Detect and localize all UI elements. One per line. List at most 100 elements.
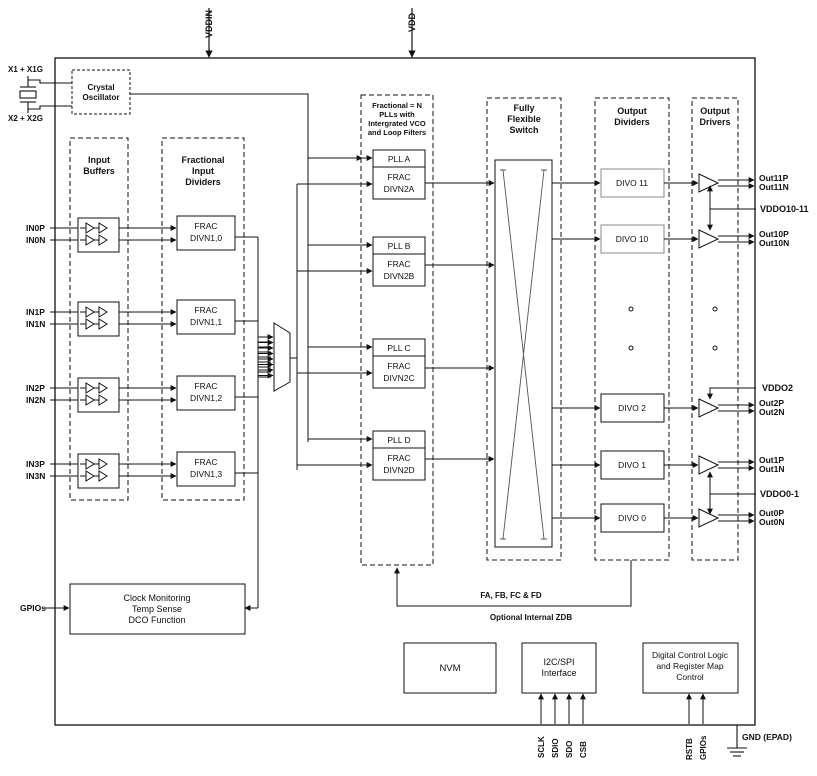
- output-divider-label: DIVO 2: [618, 403, 646, 413]
- switch-group: [486, 97, 562, 561]
- driver-icon: [698, 398, 720, 418]
- pll-box: [372, 338, 426, 389]
- input-divider-label2: DIVN1,1: [190, 317, 222, 327]
- serial-pin-label: SDIO: [551, 738, 560, 758]
- control-logic-box: [642, 642, 739, 694]
- input-divider-box: [176, 375, 236, 411]
- output-dividers-title1: Output: [617, 106, 647, 116]
- x1-label: X1 + X1G: [8, 65, 43, 74]
- driver-icon: [698, 173, 720, 193]
- pll-title4: and Loop Filters: [368, 128, 426, 137]
- pll-frac: FRAC: [387, 453, 410, 463]
- output-drivers-title2: Drivers: [699, 117, 730, 127]
- output-divider-label: DIVO 10: [616, 234, 649, 244]
- pll-name: PLL D: [387, 435, 410, 445]
- xo-to-pll-line: [130, 93, 363, 161]
- monitor-line2: Temp Sense: [132, 604, 182, 614]
- control-pin: RSTB: [685, 693, 694, 760]
- output-dividers-group: [594, 97, 670, 561]
- output-divider-box: [600, 503, 665, 533]
- input-p-label: IN3P: [26, 459, 45, 469]
- pll-group: [360, 94, 434, 566]
- output-divider-label: DIVO 11: [616, 178, 648, 188]
- vdd-label: VDD: [407, 12, 417, 32]
- serial-pin: SDIO: [551, 693, 560, 758]
- output-p-label: Out1P: [759, 455, 784, 465]
- x2-label: X2 + X2G: [8, 114, 43, 123]
- input-p-label: IN2P: [26, 383, 45, 393]
- control-line2: and Register Map: [656, 661, 723, 671]
- input-divider-label2: DIVN1,0: [190, 233, 222, 243]
- serial-pin-label: SCLK: [537, 736, 546, 758]
- control-line3: Control: [676, 672, 704, 682]
- pll-box: [372, 236, 426, 287]
- control-pin-label: RSTB: [685, 738, 694, 760]
- serial-pin: SDO: [565, 693, 574, 758]
- serial-interface-box: [521, 642, 597, 694]
- output-divider-box: [600, 393, 665, 423]
- output-divider-label: DIVO 0: [618, 513, 646, 523]
- pll-title3: Intergrated VCO: [368, 119, 426, 128]
- input-divider-label1: FRAC: [194, 221, 217, 231]
- output-drivers-title1: Output: [700, 106, 730, 116]
- pll-box: [372, 149, 426, 200]
- vddin-label: VDDIN: [204, 10, 214, 38]
- output-divider-box: [600, 224, 665, 254]
- pll-name: PLL B: [388, 241, 411, 251]
- gnd-label: GND (EPAD): [742, 732, 792, 742]
- pll-div: DIVN2D: [383, 465, 414, 475]
- serial-pin-label: SDO: [565, 741, 574, 758]
- output-drivers-group: [691, 97, 739, 561]
- nvm-label: NVM: [439, 663, 460, 674]
- pll-div: DIVN2A: [384, 184, 415, 194]
- pll-name: PLL C: [387, 343, 410, 353]
- output-n-label: Out1N: [759, 464, 785, 474]
- input-divider-label1: FRAC: [194, 381, 217, 391]
- output-divider-label: DIVO 1: [618, 460, 646, 470]
- input-n-label: IN1N: [26, 319, 45, 329]
- clock-monitoring-box: [69, 583, 246, 635]
- output-p-label: Out11P: [759, 173, 789, 183]
- crystal-oscillator-box: [71, 69, 131, 115]
- chip-outline: [54, 57, 756, 726]
- pll-div: DIVN2C: [383, 373, 414, 383]
- output-p-label: Out10P: [759, 229, 789, 239]
- input-dividers-title3: Dividers: [185, 177, 221, 187]
- vddo0-1-label: VDDO0-1: [760, 489, 799, 499]
- crystal-icon: [19, 76, 72, 113]
- pll-title2: PLLs with: [379, 110, 415, 119]
- zdb-label: Optional Internal ZDB: [490, 613, 572, 622]
- output-dividers-title2: Dividers: [614, 117, 650, 127]
- crystal-oscillator-line1: Crystal: [87, 83, 114, 92]
- input-dividers-group: [161, 137, 245, 501]
- control-pin-label: GPIOs: [699, 735, 708, 760]
- serial-pin: SCLK: [537, 693, 546, 758]
- vddo2-label: VDDO2: [762, 383, 793, 393]
- input-divider-label2: DIVN1,3: [190, 469, 222, 479]
- serial-pin-label: CSB: [579, 741, 588, 758]
- monitor-line1: Clock Monitoring: [123, 593, 190, 603]
- output-p-label: Out2P: [759, 398, 784, 408]
- input-buffers-title1: Input: [88, 155, 110, 165]
- input-mux: [273, 322, 291, 392]
- input-p-label: IN1P: [26, 307, 45, 317]
- output-n-label: Out0N: [759, 517, 785, 527]
- pll-box: [372, 430, 426, 481]
- input-divider-box: [176, 215, 236, 251]
- control-pin: GPIOs: [699, 693, 708, 760]
- pll-name: PLL A: [388, 154, 411, 164]
- pll-block: PLL D FRAC DIVN2D: [297, 430, 495, 481]
- serial-pin: CSB: [579, 693, 588, 758]
- nvm-box: [403, 642, 497, 694]
- serial-line2: Interface: [541, 668, 576, 678]
- ground-icon: [727, 725, 747, 757]
- input-n-label: IN0N: [26, 235, 45, 245]
